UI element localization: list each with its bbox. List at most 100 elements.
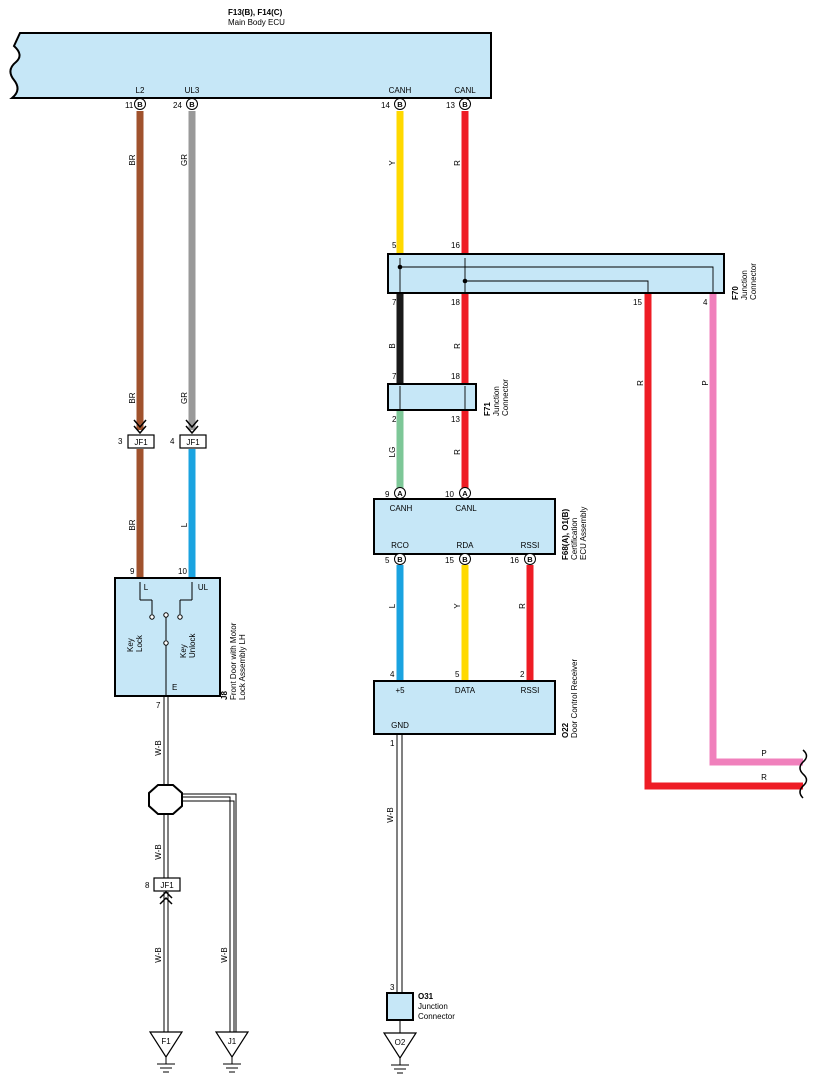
wire-label-wb-1: W-B	[154, 740, 163, 755]
svg-text:B: B	[189, 100, 195, 109]
connector-chevron-br	[133, 419, 147, 435]
rcv-pin5: 5	[455, 670, 460, 679]
svg-text:JF1: JF1	[134, 438, 148, 447]
wire-label-p-1: P	[701, 380, 710, 385]
lock-ul-label: UL	[198, 583, 209, 592]
receiver-name: Door Control Receiver	[570, 659, 579, 738]
rcv-pin2: 2	[520, 670, 525, 679]
svg-text:O2: O2	[395, 1038, 406, 1047]
f71-pin18: 18	[451, 372, 460, 381]
wire-label-r-4: R	[518, 603, 527, 609]
cert-label-canh: CANH	[390, 504, 413, 513]
svg-text:13: 13	[446, 101, 455, 110]
lock-pin7: 7	[156, 701, 161, 710]
wire-label-r-3: R	[453, 449, 462, 455]
rcv-label-5v: +5	[395, 686, 405, 695]
svg-text:24: 24	[173, 101, 182, 110]
ground-j1: J1	[214, 1031, 250, 1073]
key-unlock-label-2: Unlock	[188, 633, 197, 658]
cert-pin-10: 10 A	[445, 487, 471, 499]
splice-point	[148, 784, 183, 815]
f70-name-1: Junction	[740, 270, 749, 300]
lock-ref: J8	[220, 691, 229, 700]
key-lock-label-2: Lock	[135, 634, 144, 652]
svg-text:B: B	[462, 100, 468, 109]
receiver-ref: O22	[561, 722, 570, 738]
rcv-label-rssi: RSSI	[521, 686, 540, 695]
f71-junction-box	[387, 383, 477, 411]
wire-label-wb-3: W-B	[154, 947, 163, 962]
wire-label-y-2: Y	[453, 603, 462, 609]
key-switch	[139, 582, 193, 696]
door-control-receiver-box	[373, 680, 556, 735]
wire-label-br-3: BR	[128, 519, 137, 530]
svg-text:B: B	[527, 555, 533, 564]
cert-label-rssi: RSSI	[521, 541, 540, 550]
f70-pin5: 5	[392, 241, 397, 250]
wire-wb-left	[163, 696, 237, 1032]
wire-label-gr-2: GR	[180, 392, 189, 404]
svg-text:B: B	[397, 100, 403, 109]
wire-label-l-1: L	[180, 522, 189, 527]
svg-text:4: 4	[170, 437, 175, 446]
ecu-pin-label-ul3: UL3	[185, 86, 200, 95]
key-lock-label-1: Key	[126, 638, 135, 652]
rcv-pin1: 1	[390, 739, 395, 748]
f70-junction-dot-2	[462, 278, 468, 284]
o31-junction-box	[386, 992, 414, 1021]
cert-label-rda: RDA	[457, 541, 475, 550]
svg-text:11: 11	[125, 101, 134, 110]
cert-pin-15: 15 B	[445, 553, 471, 565]
wire-break-mark	[799, 749, 808, 799]
cert-pin-9: 9 A	[385, 487, 406, 499]
wire-label-b: B	[388, 343, 397, 348]
rcv-label-gnd: GND	[391, 721, 409, 730]
f71-ref: F71	[483, 402, 492, 416]
rcv-label-data: DATA	[455, 686, 476, 695]
lock-name-2: Lock Assembly LH	[238, 634, 247, 700]
wire-label-wb-2: W-B	[154, 844, 163, 859]
ecu-pin-11: 11 B	[125, 98, 146, 110]
ecu-pin-14: 14 B	[381, 98, 406, 110]
f70-junction-box	[387, 253, 725, 294]
f70-name-2: Connector	[749, 263, 758, 300]
wire-label-br-1: BR	[128, 154, 137, 165]
lock-e-label: E	[172, 683, 177, 692]
svg-text:5: 5	[385, 556, 390, 565]
svg-text:JF1: JF1	[160, 881, 174, 890]
f70-pin15: 15	[633, 298, 642, 307]
ground-o2: O2	[382, 1032, 418, 1074]
f70-pin7: 7	[392, 298, 397, 307]
f71-name-1: Junction	[492, 386, 501, 416]
wire-label-lg: LG	[388, 447, 397, 458]
lock-name-1: Front Door with Motor	[229, 622, 238, 700]
svg-text:9: 9	[385, 490, 390, 499]
cert-name-1: Certification	[570, 518, 579, 560]
svg-text:B: B	[137, 100, 143, 109]
f71-pin2: 2	[392, 415, 397, 424]
front-door-lock-box	[114, 577, 221, 697]
svg-text:J1: J1	[228, 1037, 237, 1046]
jf1-pin4: 4 JF1	[170, 434, 207, 449]
cert-pin-5: 5 B	[385, 553, 406, 565]
svg-text:3: 3	[118, 437, 123, 446]
ecu-pin-label-canh: CANH	[389, 86, 412, 95]
jf1-pin3: 3 JF1	[118, 434, 155, 449]
ecu-pin-label-l2: L2	[136, 86, 145, 95]
lock-pin10: 10	[178, 567, 187, 576]
f70-junction-dot-1	[397, 264, 403, 270]
wire-label-r-6: R	[761, 773, 767, 782]
cert-label-rco: RCO	[391, 541, 409, 550]
main-body-ecu-box	[9, 32, 492, 99]
wire-label-r-1: R	[453, 160, 462, 166]
f70-pin4: 4	[703, 298, 708, 307]
wire-label-r-5: R	[636, 380, 645, 386]
ecu-ref: F13(B), F14(C)	[228, 8, 283, 17]
certification-ecu-box	[373, 498, 556, 555]
svg-text:14: 14	[381, 101, 390, 110]
o31-ref: O31	[418, 992, 434, 1001]
f71-name-2: Connector	[501, 379, 510, 416]
ecu-pin-13: 13 B	[446, 98, 471, 110]
f71-pin13: 13	[451, 415, 460, 424]
